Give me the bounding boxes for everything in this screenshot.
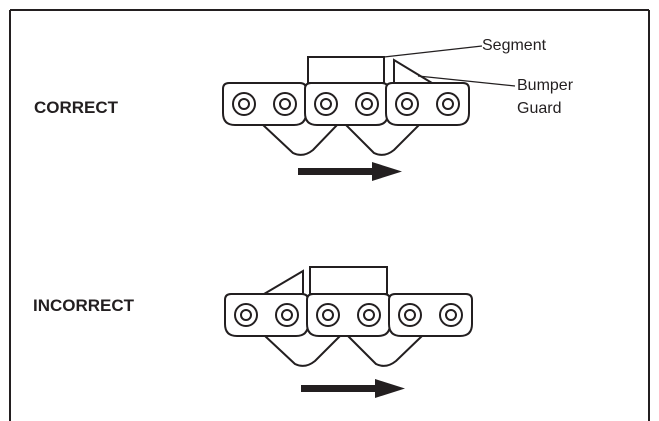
segment-leader — [383, 45, 483, 58]
bumper-leader — [417, 75, 516, 87]
segment-block — [307, 56, 385, 84]
chain-link — [306, 293, 391, 337]
bumper-guard-label-line2: Guard — [517, 100, 562, 117]
direction-arrow — [301, 379, 405, 398]
incorrect-label: INCORRECT — [33, 296, 135, 315]
chain-link — [385, 82, 470, 126]
bumper-guard — [393, 58, 436, 84]
segment-block — [309, 266, 388, 295]
chain-link — [222, 82, 307, 126]
chain-link — [304, 82, 389, 126]
direction-arrow — [298, 162, 402, 181]
chain-link — [224, 293, 309, 337]
chain-link — [388, 293, 473, 337]
tang-left — [264, 335, 341, 367]
tang-right — [347, 335, 423, 367]
tang-left — [261, 123, 339, 156]
bumper-guard-label-line1: Bumper — [517, 77, 574, 94]
correct-chain — [222, 45, 516, 181]
correct-label: CORRECT — [34, 98, 119, 117]
incorrect-chain — [224, 266, 473, 398]
tang-right — [344, 123, 421, 156]
segment-label: Segment — [482, 37, 547, 54]
frame-border — [9, 9, 650, 421]
bumper-guard — [260, 269, 304, 295]
